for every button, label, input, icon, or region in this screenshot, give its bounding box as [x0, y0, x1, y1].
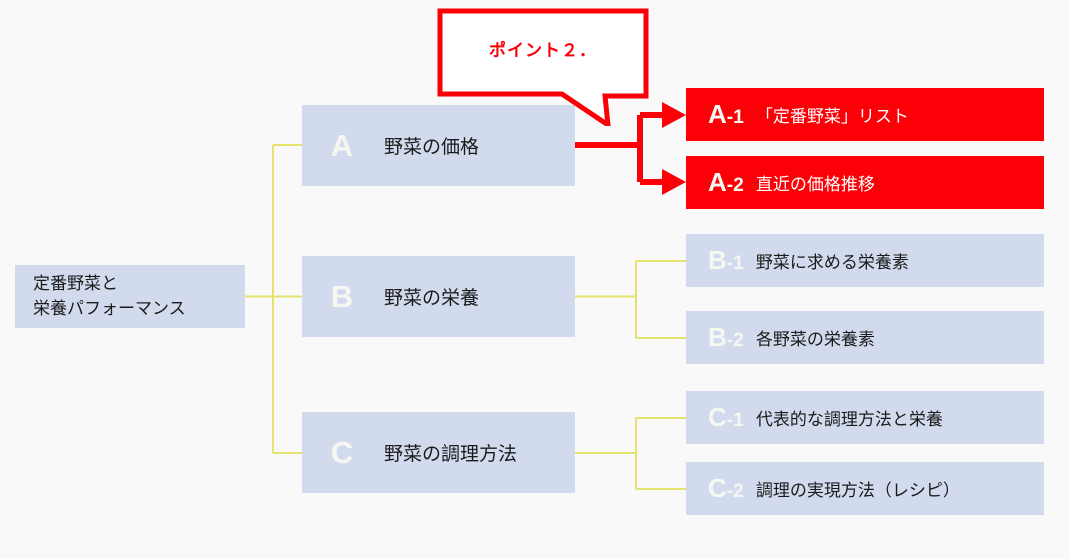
leaf-label-b2: 各野菜の栄養素	[755, 330, 875, 349]
leaf-label-b1: 野菜に求める栄養素	[755, 253, 909, 272]
leaf-label-c1: 代表的な調理方法と栄養	[755, 410, 943, 429]
leaf-code-c1: C-1	[708, 402, 744, 433]
branch-code-c: C	[330, 435, 354, 470]
leaf-code-a2: A-2	[708, 167, 744, 198]
leaf-code-a1: A-1	[708, 99, 744, 130]
branch-node-b[interactable]: B 野菜の栄養	[302, 256, 575, 337]
leaf-code-c2: C-2	[708, 473, 744, 504]
branch-node-a[interactable]: A 野菜の価格	[302, 105, 575, 186]
arrowhead-a2-icon	[662, 169, 686, 195]
root-node[interactable]: 定番野菜と 栄養パフォーマンス	[15, 265, 245, 328]
leaf-node-b2[interactable]: B-2 各野菜の栄養素	[686, 311, 1044, 364]
callout-text: ポイント２．	[489, 41, 597, 60]
branch-code-b: B	[330, 279, 354, 314]
branch-code-a: A	[330, 128, 354, 163]
callout-balloon[interactable]: ポイント２．	[437, 8, 649, 126]
arrowhead-a1-icon	[662, 102, 686, 128]
leaf-code-b2: B-2	[708, 322, 744, 353]
leaf-node-a2[interactable]: A-2 直近の価格推移	[686, 156, 1044, 209]
callout-shape-icon	[437, 8, 649, 126]
leaf-node-c1[interactable]: C-1 代表的な調理方法と栄養	[686, 391, 1044, 444]
leaf-node-b1[interactable]: B-1 野菜に求める栄養素	[686, 234, 1044, 287]
branch-label-b: 野菜の栄養	[384, 288, 480, 309]
root-node-label: 定番野菜と 栄養パフォーマンス	[33, 273, 186, 318]
leaf-node-a1[interactable]: A-1 「定番野菜」リスト	[686, 88, 1044, 141]
leaf-label-a1: 「定番野菜」リスト	[755, 107, 909, 126]
leaf-label-a2: 直近の価格推移	[755, 175, 875, 194]
leaf-node-c2[interactable]: C-2 調理の実現方法（レシピ）	[686, 462, 1044, 515]
branch-node-c[interactable]: C 野菜の調理方法	[302, 412, 575, 493]
leaf-code-b1: B-1	[708, 245, 744, 276]
branch-label-a: 野菜の価格	[384, 137, 480, 158]
leaf-label-c2: 調理の実現方法（レシピ）	[755, 481, 960, 500]
branch-label-c: 野菜の調理方法	[384, 444, 518, 465]
